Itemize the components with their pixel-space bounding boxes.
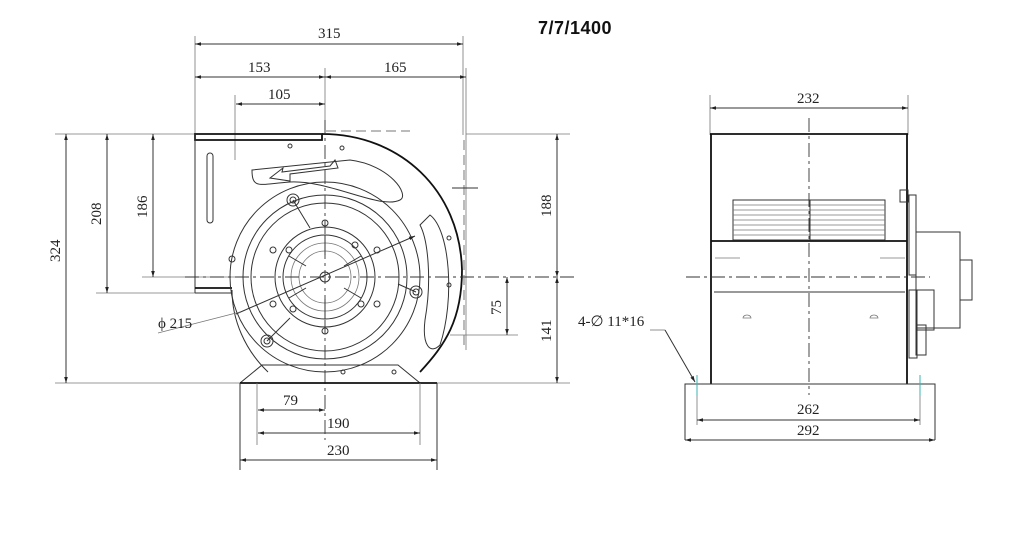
dim-105: 105 [268, 87, 291, 103]
dim-165: 165 [384, 60, 407, 76]
dim-153: 153 [248, 60, 271, 76]
dim-188: 188 [539, 195, 555, 218]
dim-208: 208 [89, 203, 105, 226]
dim-324: 324 [48, 239, 64, 262]
dim-79: 79 [283, 393, 298, 409]
dim-186: 186 [135, 195, 151, 218]
dim-holes: 4-∅ 11*16 [578, 314, 645, 330]
dim-262: 262 [797, 402, 820, 418]
dim-75: 75 [489, 300, 505, 315]
side-view: 232 [578, 91, 973, 442]
dim-230: 230 [327, 443, 350, 459]
dim-292: 292 [797, 423, 820, 439]
drawing-title: 7/7/1400 [538, 18, 613, 38]
dim-315: 315 [318, 26, 341, 42]
dim-141: 141 [539, 320, 555, 343]
front-view: 315 153 165 105 324 208 186 [48, 26, 575, 470]
dim-diameter-215: ϕ 215 [158, 316, 192, 332]
dim-190: 190 [327, 416, 350, 432]
dim-232: 232 [797, 91, 820, 107]
